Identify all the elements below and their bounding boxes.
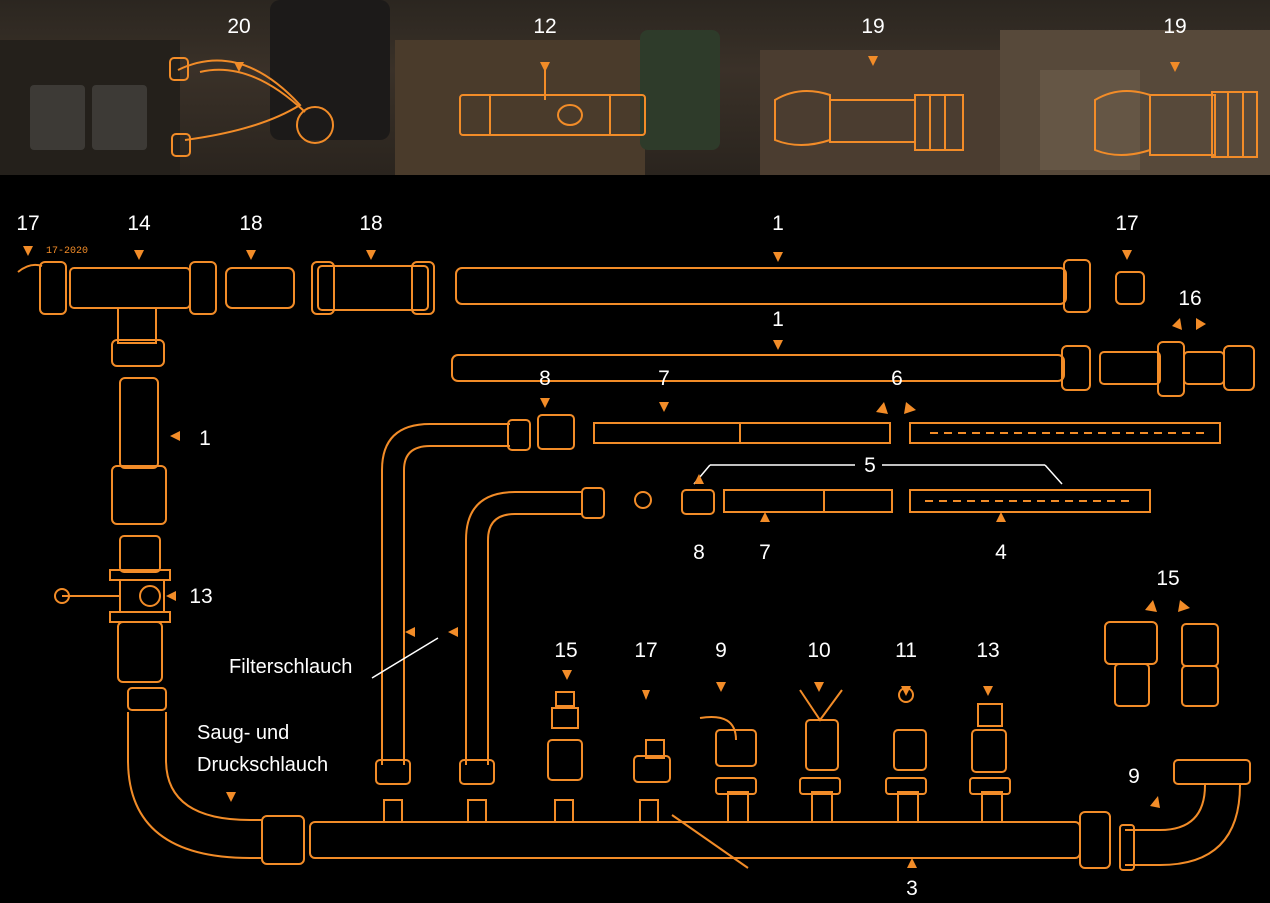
manifold-stubs bbox=[383, 791, 1003, 823]
callout-9-bottom: 9 bbox=[715, 639, 727, 662]
canister-left bbox=[30, 85, 85, 150]
callout-7-top: 7 bbox=[658, 367, 670, 390]
canister-right bbox=[92, 85, 147, 150]
coupling-15-right bbox=[1104, 621, 1219, 707]
valve-13-left bbox=[54, 535, 171, 683]
fitting-15 bbox=[547, 691, 583, 781]
callout-17-bottom: 17 bbox=[634, 639, 658, 662]
filter-assembly-12-outline bbox=[459, 70, 646, 136]
callout-3: 3 bbox=[906, 877, 918, 900]
nipple-18 bbox=[225, 267, 295, 309]
callout-6: 6 bbox=[891, 367, 903, 390]
callout-1-second: 1 bbox=[772, 308, 784, 331]
stub-valves bbox=[715, 777, 1011, 795]
callout-13-left: 13 bbox=[189, 585, 213, 608]
callout-8-bottom: 8 bbox=[693, 541, 705, 564]
callout-17-cap: 17 bbox=[1115, 212, 1139, 235]
callout-9-right: 9 bbox=[1128, 765, 1140, 788]
double-coupling-18 bbox=[311, 261, 435, 315]
callout-10: 10 bbox=[807, 639, 831, 662]
callout-8-top: 8 bbox=[539, 367, 551, 390]
callout-1-top: 1 bbox=[772, 212, 784, 235]
boxes bbox=[760, 50, 1000, 175]
filter-hose-short bbox=[459, 487, 605, 785]
elbow-9-right bbox=[1119, 759, 1251, 871]
callout-4: 4 bbox=[995, 541, 1007, 564]
filter-hose-leader bbox=[371, 637, 439, 679]
crate bbox=[395, 40, 645, 175]
callout-7-bottom: 7 bbox=[759, 541, 771, 564]
strainer-4 bbox=[909, 489, 1151, 513]
y-piece-20-outline bbox=[169, 57, 334, 157]
coupling-8-top bbox=[537, 414, 575, 450]
valve-13-bottom bbox=[971, 703, 1007, 773]
t-piece-14 bbox=[17, 261, 217, 367]
callout-18-coupling: 18 bbox=[359, 212, 383, 235]
green-pipe-part bbox=[640, 30, 720, 150]
pipe-1-vertical bbox=[111, 377, 167, 525]
callout-16: 16 bbox=[1178, 287, 1202, 310]
manifold-3 bbox=[261, 811, 1111, 869]
suction-hose-label-line1: Saug- und bbox=[197, 722, 290, 744]
photo-callout-20: 20 bbox=[227, 15, 251, 38]
cap-17 bbox=[1115, 271, 1145, 305]
strainer-6 bbox=[909, 422, 1221, 444]
elbow-9 bbox=[699, 716, 757, 767]
photo-callout-19b: 19 bbox=[1163, 15, 1187, 38]
pipe-1-top bbox=[455, 259, 1091, 313]
callout-13-bottom: 13 bbox=[976, 639, 1000, 662]
filter-hose-long bbox=[375, 419, 531, 785]
part-stamp: 17-2020 bbox=[46, 246, 89, 257]
filter-hose-label: Filterschlauch bbox=[229, 656, 353, 678]
filter-assembly-19b-outline bbox=[1094, 90, 1258, 158]
coupling-8-bottom bbox=[681, 489, 715, 515]
callout-18-nipple: 18 bbox=[239, 212, 263, 235]
callout-15-bottom: 15 bbox=[554, 639, 578, 662]
callout-5: 5 bbox=[864, 454, 876, 477]
callout-11: 11 bbox=[895, 639, 917, 662]
fitting-17 bbox=[633, 739, 671, 783]
photo-callout-19a: 19 bbox=[861, 15, 885, 38]
reducer-16 bbox=[1099, 341, 1255, 397]
filter-assembly-19a-outline bbox=[774, 90, 964, 151]
callout-17-top-left: 17 bbox=[16, 212, 40, 235]
pipe-7-top bbox=[593, 422, 891, 444]
suction-hose-label-line2: Druckschlauch bbox=[197, 754, 329, 776]
crate-right bbox=[1040, 70, 1140, 170]
valve-11 bbox=[893, 687, 927, 771]
suction-hose-bend bbox=[127, 687, 262, 859]
callout-15-right: 15 bbox=[1156, 567, 1180, 590]
arrow-markers bbox=[23, 56, 1206, 868]
pipe-1-second bbox=[451, 345, 1091, 391]
o-ring bbox=[634, 491, 652, 509]
callout-1-vertical: 1 bbox=[199, 427, 211, 450]
callout-14: 14 bbox=[127, 212, 151, 235]
photo-callout-12: 12 bbox=[533, 15, 557, 38]
callout-5-leader-right-down bbox=[1044, 464, 1063, 485]
pipe-7-bottom bbox=[723, 489, 893, 513]
y-piece-10 bbox=[799, 689, 843, 771]
